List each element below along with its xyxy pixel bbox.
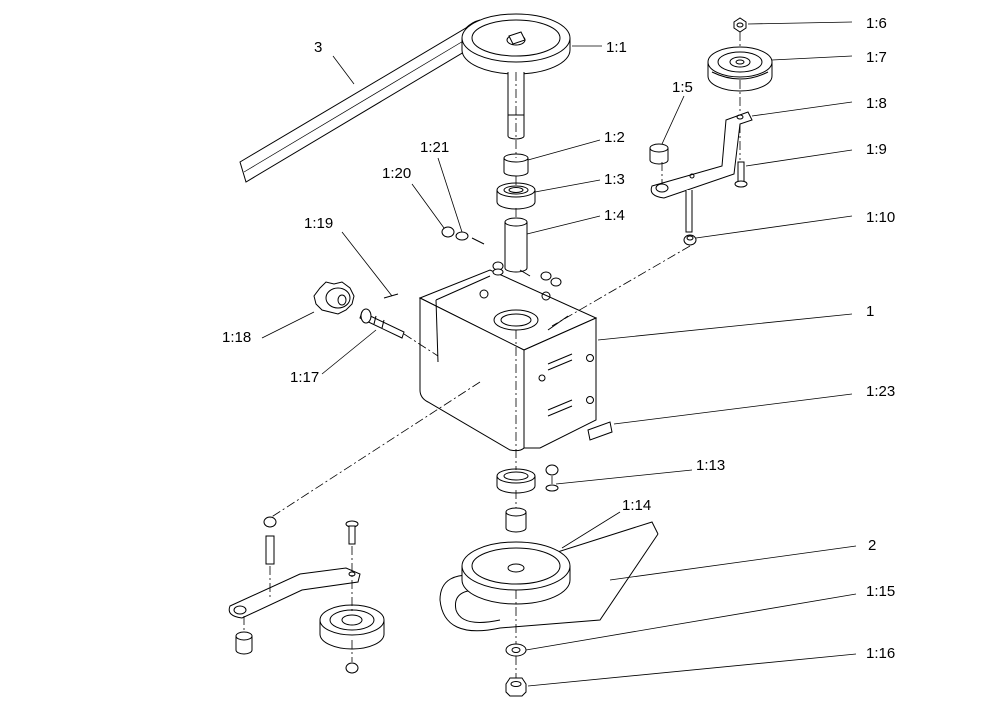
label-1-3: 1:3 <box>604 171 625 188</box>
pin-1-5 <box>649 143 669 165</box>
part-labels: 3 1:1 1:2 1:3 1:4 1:5 1:6 1:7 1:8 1:9 1:… <box>222 15 895 662</box>
label-1-19: 1:19 <box>304 215 333 232</box>
label-1-21: 1:21 <box>420 139 449 156</box>
bearing-1-3 <box>496 182 536 210</box>
lower-idler-assembly <box>228 516 385 674</box>
spacer-tube-1-4 <box>504 217 528 273</box>
sprocket-1-18 <box>313 281 355 315</box>
label-1-2: 1:2 <box>604 129 625 146</box>
bushing-1-2 <box>503 153 529 177</box>
label-1-8: 1:8 <box>866 95 887 112</box>
label-3: 3 <box>314 39 322 56</box>
shaft-1-17 <box>359 293 405 339</box>
label-1-6: 1:6 <box>866 15 887 32</box>
decal-1-23 <box>587 421 613 441</box>
label-1-13: 1:13 <box>696 457 725 474</box>
label-1-20: 1:20 <box>382 165 411 182</box>
bearing-lower <box>496 468 536 494</box>
nut-1-10 <box>683 234 697 246</box>
center-lines <box>243 32 741 678</box>
top-pulley-1-1 <box>461 13 571 140</box>
idler-arm-1-8 <box>650 111 753 233</box>
lower-pulley-1-14 <box>461 541 571 605</box>
label-1-23: 1:23 <box>866 383 895 400</box>
label-1-15: 1:15 <box>866 583 895 600</box>
bolt-1-9 <box>734 161 748 188</box>
label-1-7: 1:7 <box>866 49 887 66</box>
label-1-18: 1:18 <box>222 329 251 346</box>
label-1-14: 1:14 <box>622 497 651 514</box>
bushing-lower <box>505 507 527 533</box>
label-1-17: 1:17 <box>290 369 319 386</box>
label-2: 2 <box>868 537 876 554</box>
label-1: 1 <box>866 303 874 320</box>
label-1-16: 1:16 <box>866 645 895 662</box>
label-1-4: 1:4 <box>604 207 625 224</box>
label-1-1: 1:1 <box>606 39 627 56</box>
small-hardware-top <box>441 226 562 287</box>
idler-pulley-1-7 <box>707 46 773 92</box>
belt-3 <box>239 19 481 183</box>
label-1-10: 1:10 <box>866 209 895 226</box>
housing-1 <box>418 269 598 452</box>
label-1-5: 1:5 <box>672 79 693 96</box>
leader-lines <box>261 21 857 687</box>
label-1-9: 1:9 <box>866 141 887 158</box>
screw-1-13 <box>545 464 559 492</box>
washer-1-15 <box>505 643 527 657</box>
nut-1-16 <box>505 677 527 697</box>
nut-1-6 <box>733 17 747 33</box>
